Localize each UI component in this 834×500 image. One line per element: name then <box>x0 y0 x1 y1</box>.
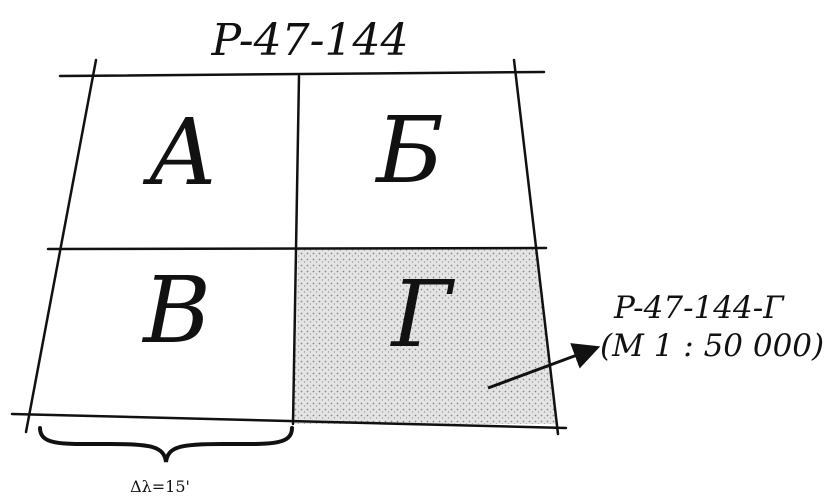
callout-scale: (M 1 : 50 000) <box>600 328 824 364</box>
quadrant-b-label: Б <box>374 97 444 204</box>
sheet-title: P-47-144 <box>211 15 409 66</box>
grid-bottom-line <box>10 412 568 430</box>
grid-top-line <box>58 70 546 78</box>
quadrant-v-label: В <box>141 257 211 364</box>
grid-center-line <box>291 74 301 426</box>
grid-left-line <box>24 58 98 434</box>
quadrant-a-label: А <box>142 99 218 206</box>
grid-right-line <box>512 58 560 436</box>
callout-sheet-code: P-47-144-Г <box>613 290 785 326</box>
longitude-brace <box>38 426 294 463</box>
quadrant-g-shading <box>294 249 556 424</box>
sheet-grid <box>10 58 568 436</box>
callout-arrow <box>487 343 601 390</box>
longitude-interval-label: Δλ=15' <box>130 477 190 496</box>
quadrant-g-label: Г <box>390 261 456 368</box>
